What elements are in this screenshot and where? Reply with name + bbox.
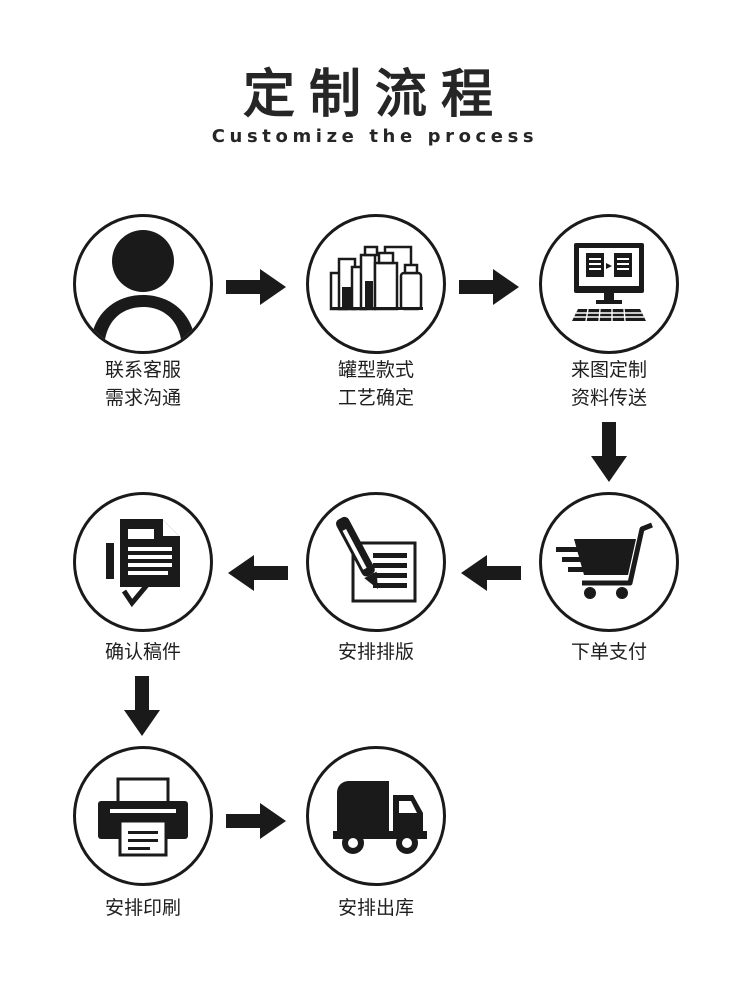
step-3-label-line-1: 来图定制: [570, 359, 647, 381]
step-3-circle: [539, 214, 679, 354]
shopping-cart-icon: [556, 522, 653, 599]
step-8-label: 安排出库: [291, 894, 461, 922]
step-5-label-line-1: 安排排版: [337, 641, 414, 663]
step-2-label-line-1: 罐型款式: [337, 359, 414, 381]
arrow-left-1: [461, 555, 521, 591]
arrow-left-2: [228, 555, 288, 591]
step-4-label: 下单支付: [524, 638, 694, 666]
step-6-label: 确认稿件: [58, 638, 228, 666]
step-7-circle: [73, 746, 213, 886]
step-6-label-line-1: 确认稿件: [104, 641, 181, 663]
printer-icon: [98, 777, 188, 857]
step-4-circle: [539, 492, 679, 632]
step-1-label-line-1: 联系客服: [104, 359, 181, 381]
pen-document-icon: [335, 516, 417, 603]
step-1-circle: [73, 214, 213, 354]
step-8-label-line-1: 安排出库: [337, 897, 414, 919]
step-7-label-line-1: 安排印刷: [104, 897, 181, 919]
step-6-circle: [73, 492, 213, 632]
step-8-circle: [306, 746, 446, 886]
arrow-right-1: [226, 269, 286, 305]
page-title: 定制流程: [242, 65, 507, 125]
step-1-label-line-2: 需求沟通: [104, 387, 181, 409]
arrow-down-2: [124, 676, 160, 736]
person-icon: [90, 230, 196, 351]
truck-icon: [333, 781, 427, 854]
arrow-down-1: [591, 422, 627, 482]
step-4-label-line-1: 下单支付: [570, 641, 647, 663]
step-1-label: 联系客服 需求沟通: [58, 356, 228, 412]
computer-icon: [572, 243, 646, 322]
arrow-right-2: [459, 269, 519, 305]
document-check-icon: [106, 519, 180, 608]
arrow-right-3: [226, 803, 286, 839]
step-2-label: 罐型款式 工艺确定: [291, 356, 461, 412]
jars-icon: [329, 245, 423, 311]
step-3-label: 来图定制 资料传送: [524, 356, 694, 412]
step-3-label-line-2: 资料传送: [570, 387, 647, 409]
page-subtitle: Customize the process: [211, 126, 539, 147]
step-5-circle: [306, 492, 446, 632]
step-5-label: 安排排版: [291, 638, 461, 666]
step-2-label-line-2: 工艺确定: [337, 387, 414, 409]
step-7-label: 安排印刷: [58, 894, 228, 922]
step-2-circle: [306, 214, 446, 354]
